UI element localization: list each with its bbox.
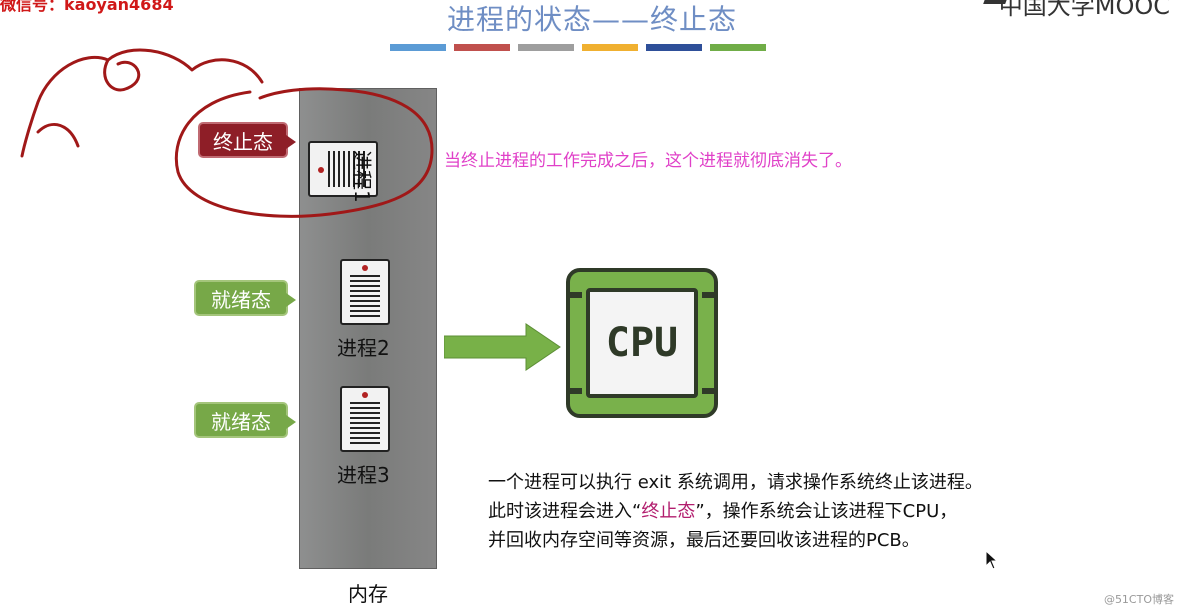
watermark-text: 微信号：kaoyan4684 [0, 0, 174, 14]
process-2-label: 进程2 [337, 336, 390, 360]
title-bar [582, 44, 638, 51]
title-bar [710, 44, 766, 51]
paragraph-line-1: 一个进程可以执行 exit 系统调用，请求操作系统终止该进程。 [488, 472, 983, 493]
title-bar [646, 44, 702, 51]
mouse-cursor-icon [985, 550, 999, 570]
state-badge-ready: 就绪态 [194, 280, 296, 316]
mooc-logo: 中国大学MOOC [998, 0, 1170, 20]
cpu-chip-icon: CPU [566, 268, 718, 418]
slide-title: 进程的状态——终止态 [446, 3, 737, 36]
state-badge-terminated: 终止态 [198, 122, 296, 158]
arrow-right-icon [444, 323, 561, 371]
title-bar [390, 44, 446, 51]
process-2-document-icon [340, 259, 390, 325]
title-bar [518, 44, 574, 51]
terminated-caption: 当终止进程的工作完成之后，这个进程就彻底消失了。 [444, 151, 852, 171]
blog-watermark: @51CTO博客 [1103, 593, 1174, 606]
memory-label: 内存 [348, 582, 388, 606]
title-bar [454, 44, 510, 51]
title-color-bars [390, 44, 766, 51]
process-3-label: 进程3 [337, 463, 390, 487]
state-badge-ready: 就绪态 [194, 402, 296, 438]
paragraph-line-3: 并回收内存空间等资源，最后还要回收该进程的PCB。 [488, 530, 920, 551]
process-1-document-icon [308, 141, 378, 197]
paragraph-line-2: 此时该进程会进入“终止态”，操作系统会让该进程下CPU， [488, 501, 958, 522]
process-3-document-icon [340, 386, 390, 452]
cpu-label: CPU [586, 288, 698, 398]
explanation-paragraph: 一个进程可以执行 exit 系统调用，请求操作系统终止该进程。 此时该进程会进入… [488, 468, 983, 555]
terminated-highlight: 终止态 [641, 501, 696, 522]
